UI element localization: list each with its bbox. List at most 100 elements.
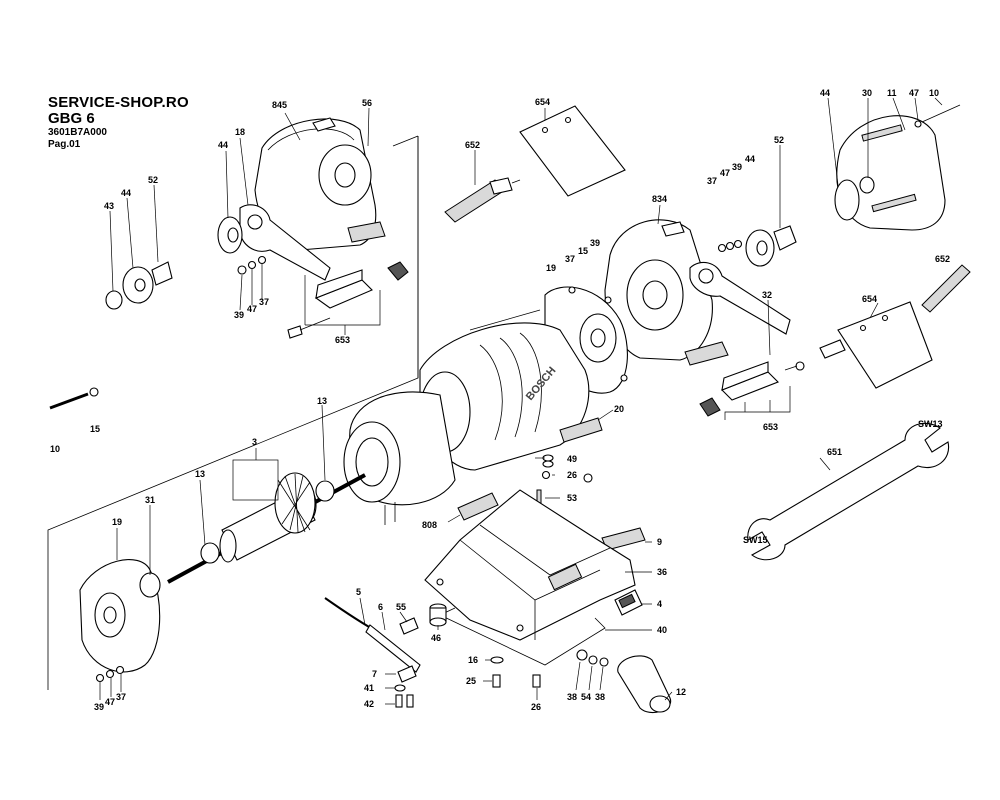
page-number: Pag.01 (48, 139, 81, 150)
label-37: 37 (259, 297, 269, 307)
label-5: 5 (356, 587, 361, 597)
label-53: 53 (567, 493, 577, 503)
stickers (457, 417, 646, 551)
label-30: 30 (862, 88, 872, 98)
label-651: 651 (827, 447, 842, 457)
assembly-frame (47, 135, 419, 690)
stator (343, 391, 456, 525)
label-52: 52 (148, 175, 158, 185)
label-54: 54 (581, 692, 591, 702)
label-26: 26 (531, 702, 541, 712)
label-46: 46 (431, 633, 441, 643)
spark-guard-left (287, 261, 409, 339)
rotor (167, 472, 366, 584)
label-13: 13 (317, 396, 327, 406)
label-47: 47 (247, 304, 257, 314)
label-44: 44 (745, 154, 755, 164)
label-37: 37 (116, 692, 126, 702)
flange-set-left-outer (105, 261, 173, 310)
label-44: 44 (121, 188, 131, 198)
long-screw (49, 387, 99, 410)
label-SW13: SW13 (918, 419, 943, 429)
eye-shield-top (519, 105, 626, 197)
label-38: 38 (595, 692, 605, 702)
label-36: 36 (657, 567, 667, 577)
rubber-foot (429, 603, 447, 627)
label-31: 31 (145, 495, 155, 505)
bracket-32 (689, 261, 791, 335)
wrench (747, 422, 950, 561)
label-654: 654 (535, 97, 550, 107)
wheel-guard-left (254, 117, 386, 251)
label-6: 6 (378, 602, 383, 612)
label-18: 18 (235, 127, 245, 137)
label-20: 20 (614, 404, 624, 414)
part-labels: 845 56 18 44 654 652 44 30 11 47 10 52 4… (50, 88, 950, 712)
label-47: 47 (909, 88, 919, 98)
label-44: 44 (820, 88, 830, 98)
shop-name: SERVICE-SHOP.RO (48, 94, 189, 111)
label-37: 37 (565, 254, 575, 264)
spark-deflector-top (444, 177, 521, 223)
label-39: 39 (732, 162, 742, 172)
label-44: 44 (218, 140, 228, 150)
outer-guard-right (834, 104, 961, 231)
spark-guard-right (699, 361, 805, 417)
label-47: 47 (720, 168, 730, 178)
label-654: 654 (862, 294, 877, 304)
label-16: 16 (468, 655, 478, 665)
label-52: 52 (774, 135, 784, 145)
label-32: 32 (762, 290, 772, 300)
label-39: 39 (234, 310, 244, 320)
label-653: 653 (763, 422, 778, 432)
leader-lines (99, 97, 943, 705)
label-12: 12 (676, 687, 686, 697)
label-652: 652 (935, 254, 950, 264)
label-7: 7 (372, 669, 377, 679)
label-11: 11 (887, 88, 897, 98)
switch (614, 589, 643, 616)
label-15: 15 (578, 246, 588, 256)
flange-set-right (717, 225, 797, 267)
base (424, 489, 636, 641)
model-name: GBG 6 (48, 110, 95, 127)
label-49: 49 (567, 454, 577, 464)
small-parts-center (536, 454, 593, 507)
part-number: 3601B7A000 (48, 127, 107, 138)
label-653: 653 (335, 335, 350, 345)
label-39: 39 (94, 702, 104, 712)
label-9: 9 (657, 537, 662, 547)
label-19: 19 (112, 517, 122, 527)
screw-set-left-top (237, 255, 267, 275)
label-3: 3 (252, 437, 257, 447)
spark-deflector-right (921, 264, 971, 313)
label-43: 43 (104, 201, 114, 211)
label-13: 13 (195, 469, 205, 479)
label-19: 19 (546, 263, 556, 273)
small-screws-bottom (394, 656, 541, 708)
label-25: 25 (466, 676, 476, 686)
label-41: 41 (364, 683, 374, 693)
label-26: 26 (567, 470, 577, 480)
label-38: 38 (567, 692, 577, 702)
diagram-header: SERVICE-SHOP.RO GBG 6 3601B7A000 Pag.01 (48, 95, 189, 151)
label-56: 56 (362, 98, 372, 108)
bracket-18 (239, 204, 331, 281)
wheel-guard-right (604, 219, 729, 366)
label-15: 15 (90, 424, 100, 434)
label-47: 47 (105, 697, 115, 707)
label-39: 39 (590, 238, 600, 248)
label-834: 834 (652, 194, 667, 204)
label-845: 845 (272, 100, 287, 110)
label-10: 10 (929, 88, 939, 98)
label-808: 808 (422, 520, 437, 530)
label-10: 10 (50, 444, 60, 454)
end-shield-lower (79, 559, 161, 683)
power-cable (324, 597, 421, 673)
label-42: 42 (364, 699, 374, 709)
label-4: 4 (657, 599, 662, 609)
eye-shield-right (819, 301, 933, 389)
label-652: 652 (465, 140, 480, 150)
label-55: 55 (396, 602, 406, 612)
